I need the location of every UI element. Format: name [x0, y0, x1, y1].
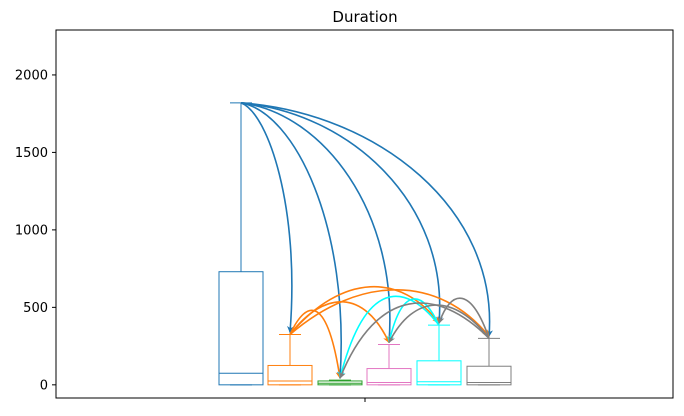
boxplots	[218, 102, 512, 386]
chart-title: Duration	[332, 8, 397, 26]
y-tick-label: 1500	[15, 146, 48, 161]
arrow-2-to-6	[289, 289, 490, 337]
box-body	[416, 360, 462, 386]
box-body	[366, 368, 412, 386]
y-tick-label: 1000	[15, 223, 48, 238]
arrows	[240, 102, 493, 379]
box-body	[218, 271, 264, 386]
y-tick-label: 0	[40, 378, 48, 393]
arrow-1-to-3	[240, 102, 344, 379]
arrow-6-to-4	[388, 304, 490, 344]
box-2	[267, 333, 313, 386]
arrow-5-to-3	[338, 295, 440, 379]
box-3	[317, 379, 363, 386]
box-body	[267, 364, 313, 386]
box-body	[466, 365, 512, 386]
arrow-1-to-6	[240, 102, 493, 338]
y-axis: 0 500 1000 1500 2000	[15, 68, 56, 393]
arrow-1-to-4	[240, 102, 393, 344]
box-4	[366, 344, 412, 386]
arrow-6-to-3	[339, 302, 490, 379]
arrow-5-to-4	[386, 298, 440, 344]
arrow-1-to-5	[240, 102, 444, 324]
plot-frame	[55, 29, 674, 399]
arrow-6-to-5	[437, 297, 490, 339]
y-tick-label: 500	[23, 301, 48, 316]
y-tick-label: 2000	[15, 68, 48, 83]
arrow-2-to-3	[289, 309, 343, 379]
arrow-1-to-2	[240, 102, 294, 334]
box-1	[218, 102, 264, 386]
box-5	[416, 324, 462, 386]
box-6	[466, 337, 512, 386]
